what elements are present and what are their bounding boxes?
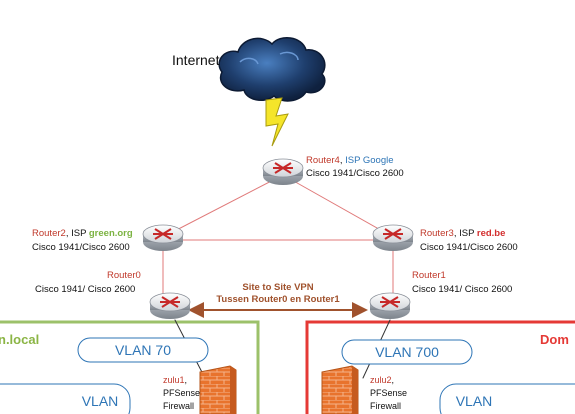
right-domain-frame xyxy=(305,320,575,414)
right-domain-label: Dom xyxy=(540,332,569,347)
router2-name: Router2 xyxy=(32,228,66,239)
firewall-right-line2: PFSense xyxy=(370,388,407,398)
firewall-right-name: zulu2 xyxy=(370,375,392,385)
router2-sep: , xyxy=(66,228,71,239)
router3-sep: , xyxy=(454,228,459,239)
firewall-left-name: zulu1 xyxy=(163,375,185,385)
internet-cloud-icon xyxy=(218,37,326,102)
vlan-left-bottom-label: VLAN xyxy=(82,393,119,409)
router0-model: Cisco 1941/ Cisco 2600 xyxy=(35,284,135,295)
router4-isp-prefix: ISP xyxy=(345,155,363,166)
firewall-left-label: zulu1, xyxy=(163,375,187,385)
vlan-700-pill: VLAN 700 xyxy=(341,339,473,365)
vpn-label-line1: Site to Site VPN xyxy=(242,282,313,293)
router-icon[interactable] xyxy=(262,158,304,185)
router3-isp: red.be xyxy=(477,228,506,239)
vpn-label-line2: Tussen Router0 en Router1 xyxy=(216,294,340,305)
router3-label: Router3, ISP red.be xyxy=(420,228,505,239)
vlan-70-label: VLAN 70 xyxy=(115,342,171,358)
router2-label: Router2, ISP green.org xyxy=(32,228,133,239)
router-icon[interactable] xyxy=(372,224,414,251)
router2-isp: green.org xyxy=(89,228,133,239)
router4-isp: Google xyxy=(363,155,394,166)
firewall-right-sep: , xyxy=(392,375,395,385)
link-router4-router3 xyxy=(282,174,394,238)
firewall-icon[interactable] xyxy=(199,365,237,414)
router3-model: Cisco 1941/Cisco 2600 xyxy=(420,242,518,253)
router0-name: Router0 xyxy=(107,270,141,281)
router-icon[interactable] xyxy=(149,292,191,319)
left-domain-frame xyxy=(0,320,260,414)
left-domain-label: n.local xyxy=(0,332,39,347)
internet-label: Internet xyxy=(172,52,220,68)
router2-isp-prefix: ISP xyxy=(71,228,89,239)
firewall-left-line3: Firewall xyxy=(163,401,194,411)
vlan-right-bottom-pill: VLAN xyxy=(439,383,575,414)
link-router4-router2 xyxy=(162,174,284,238)
firewall-icon[interactable] xyxy=(321,365,359,414)
router4-name: Router4 xyxy=(306,155,340,166)
firewall-right-label: zulu2, xyxy=(370,375,394,385)
router3-isp-prefix: ISP xyxy=(459,228,477,239)
router-icon[interactable] xyxy=(369,292,411,319)
vlan-70-pill: VLAN 70 xyxy=(77,337,209,363)
router3-name: Router3 xyxy=(420,228,454,239)
vlan-left-bottom-pill: VLAN xyxy=(0,383,131,414)
vlan-700-label: VLAN 700 xyxy=(375,344,439,360)
router1-name: Router1 xyxy=(412,270,446,281)
router2-model: Cisco 1941/Cisco 2600 xyxy=(32,242,130,253)
router4-label: Router4, ISP Google xyxy=(306,155,394,166)
lightning-bolt-icon xyxy=(265,97,289,147)
firewall-right-line3: Firewall xyxy=(370,401,401,411)
router4-sep: , xyxy=(340,155,345,166)
firewall-left-sep: , xyxy=(185,375,188,385)
firewall-left-line2: PFSense xyxy=(163,388,200,398)
router4-model: Cisco 1941/Cisco 2600 xyxy=(306,168,404,179)
router1-model: Cisco 1941/ Cisco 2600 xyxy=(412,284,512,295)
router-icon[interactable] xyxy=(142,224,184,251)
vlan-right-bottom-label: VLAN xyxy=(456,393,493,409)
